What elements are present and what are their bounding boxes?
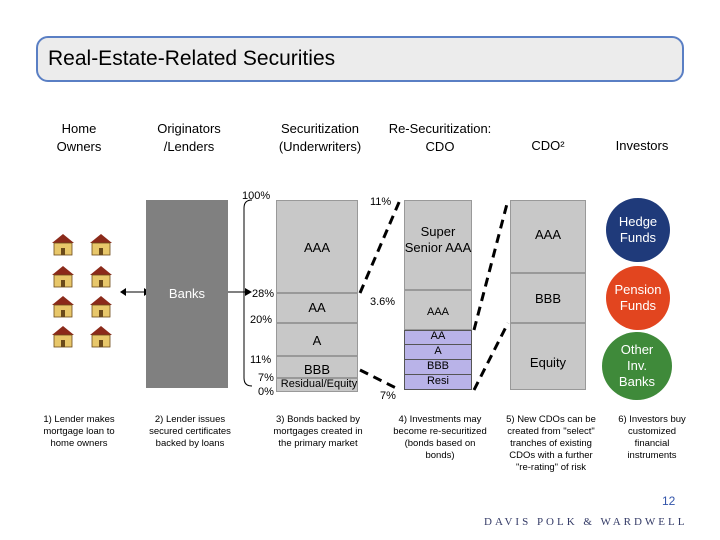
- cdo-tranche-a-label: A: [404, 345, 472, 360]
- note-2: 2) Lender issues secured certificates ba…: [149, 414, 231, 449]
- header-investors: Investors: [615, 138, 669, 153]
- sec-tranche-aa-label: AA: [308, 300, 326, 315]
- sec-tranche-aaa: [276, 200, 358, 293]
- header-originators: Originators /Lenders: [157, 121, 221, 154]
- sec-tranche-residual-label: Residual/Equity: [280, 378, 358, 390]
- investor-other-banks: Other Inv. Banks: [602, 332, 672, 400]
- cdo2-tranche-bbb-label: BBB: [534, 291, 561, 306]
- cdo2-tranche-bbb: [510, 273, 586, 323]
- cdo-tranche-aa-label: AA: [404, 330, 472, 345]
- title-box: [36, 36, 684, 82]
- sec-bracket: [243, 199, 253, 387]
- cdo-tranche-super-senior-label: Super Senior AAA: [404, 224, 472, 255]
- header-cdo2: CDO²: [531, 138, 565, 153]
- header-home-owners: Home Owners: [56, 121, 102, 154]
- firm-logo: DAVIS POLK & WARDWELL: [484, 516, 688, 528]
- page-number: 12: [662, 494, 676, 508]
- banks-to-sec-arrow: [228, 288, 252, 296]
- cdo2-tranche-aaa: [510, 200, 586, 273]
- cdo2-tranche-equity: [510, 323, 586, 390]
- sec-tranche-a-label: A: [312, 333, 322, 348]
- cdo-lower-tranches: [404, 330, 472, 390]
- investor-hedge-funds: Hedge Funds: [606, 198, 670, 262]
- cdo-tranche-resi-label: Resi: [426, 375, 449, 387]
- banks-label: Banks: [168, 286, 206, 301]
- investor-pension-label: Pension Funds: [614, 282, 662, 313]
- sec-pct-7: 7%: [258, 372, 274, 384]
- sec-tranche-residual: [276, 378, 358, 392]
- sec-tranche-a: [276, 323, 358, 356]
- investor-other-label: Other Inv. Banks: [618, 342, 656, 389]
- cdo-tranche-super-senior: [404, 200, 472, 290]
- note-1: 1) Lender makes mortgage loan to home ow…: [43, 414, 115, 449]
- cdo-pct-11: 11%: [370, 196, 392, 208]
- sec-tranche-bbb-label: BBB: [303, 362, 330, 377]
- note-3: 3) Bonds backed by mortgages created in …: [273, 414, 363, 449]
- cdo-tranche-bbb-label: BBB: [404, 360, 472, 375]
- investor-pension-funds: Pension Funds: [606, 266, 670, 330]
- header-resecuritization: Re-Securitization: CDO: [388, 121, 492, 154]
- note-6: 6) Investors buy customized financial in…: [618, 414, 686, 461]
- cdo-tranche-aaa-label: AAA: [426, 306, 449, 318]
- sec-tranche-aaa-label: AAA: [303, 240, 330, 255]
- sec-tranche-bbb: [276, 356, 358, 378]
- note-5: 5) New CDOs can be created from "select"…: [506, 414, 596, 473]
- banks-column: [146, 200, 228, 388]
- header-securitization: Securitization (Underwriters): [278, 121, 362, 154]
- note-4: 4) Investments may become re-securitized…: [393, 414, 487, 461]
- page-title: Real-Estate-Related Securities: [48, 47, 336, 70]
- sec-pct-20: 20%: [250, 314, 273, 326]
- cdo-pct-7: 7%: [380, 390, 396, 402]
- sec-pct-100: 100%: [242, 190, 271, 202]
- investor-hedge-label: Hedge Funds: [618, 214, 658, 245]
- sec-tranche-aa: [276, 293, 358, 323]
- cdo-pct-36: 3.6%: [370, 296, 396, 308]
- sec-pct-28: 28%: [252, 288, 275, 300]
- cdo2-tranche-equity-label: Equity: [529, 355, 567, 370]
- cdo2-tranche-aaa-label: AAA: [534, 227, 561, 242]
- sec-pct-0: 0%: [258, 386, 274, 398]
- sec-pct-11: 11%: [250, 354, 272, 366]
- cdo-tranche-aaa: [404, 290, 472, 330]
